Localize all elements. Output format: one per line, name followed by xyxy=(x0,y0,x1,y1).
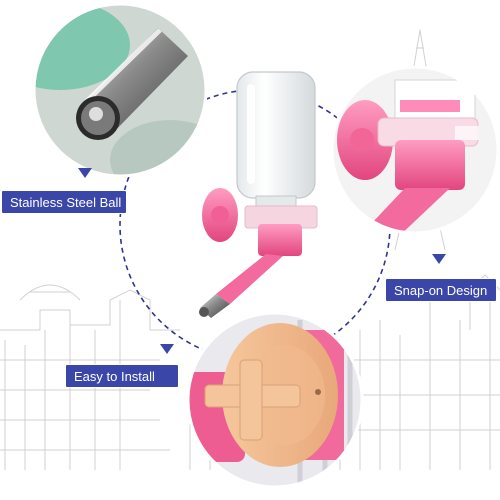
triangle-down-icon xyxy=(78,168,92,178)
stainless-steel-ball-label: Stainless Steel Ball xyxy=(1,190,127,214)
snap-on-design-label: Snap-on Design xyxy=(385,278,497,302)
triangle-down-icon xyxy=(432,254,446,264)
easy-to-install-label: Easy to Install xyxy=(65,364,179,388)
triangle-down-icon xyxy=(160,344,174,354)
water-bottle xyxy=(199,71,318,318)
